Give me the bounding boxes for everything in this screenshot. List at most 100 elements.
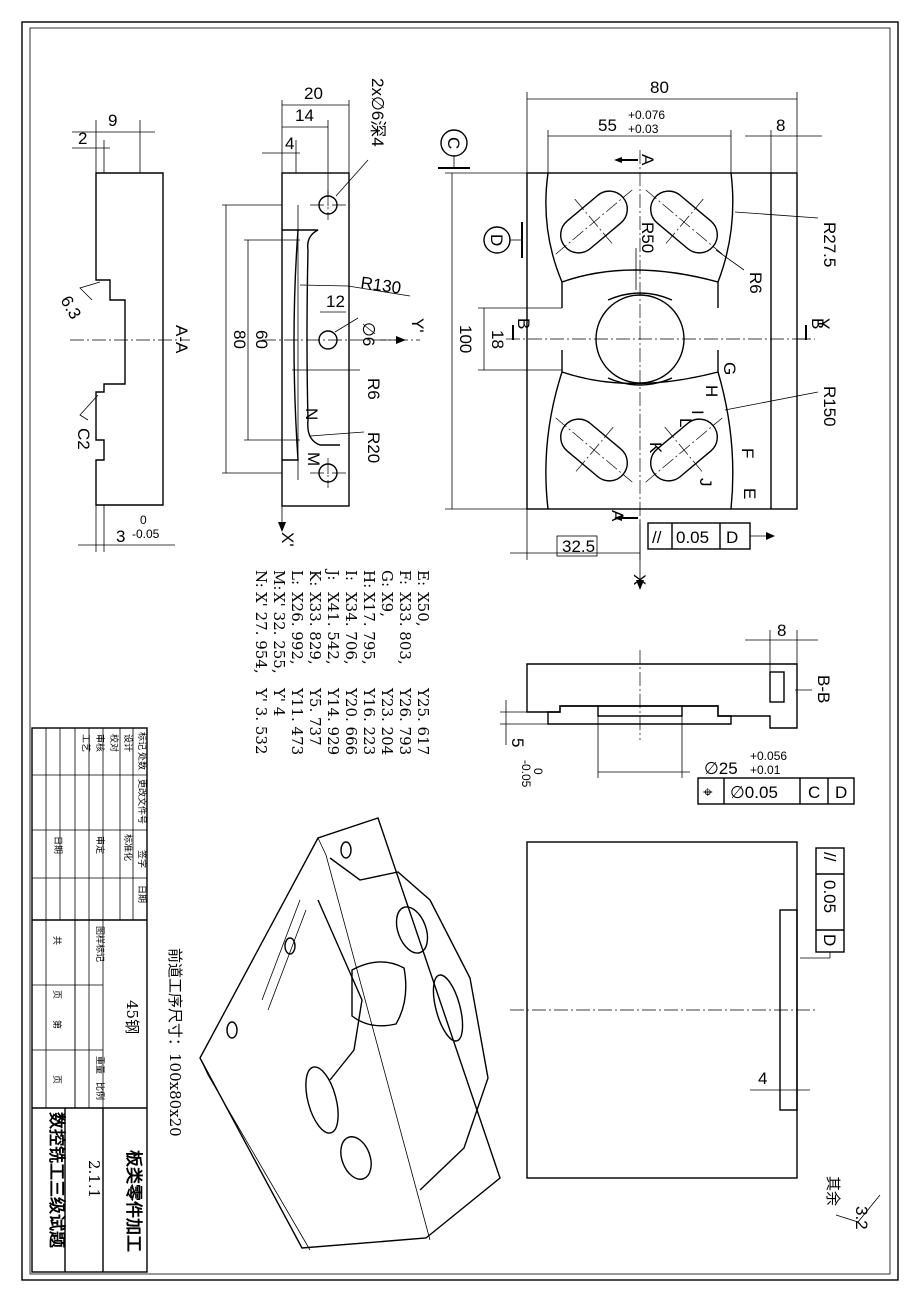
section-a-bot: A (608, 510, 627, 522)
tb-exam-title: 数控铣工三级试题 (46, 1112, 67, 1249)
main-dim-R50: R50 (638, 222, 657, 253)
section-aa-body (95, 172, 164, 506)
main-fcf-datum: D (726, 528, 738, 547)
slot-bottom-right (645, 417, 723, 483)
side-dim-80: 80 (230, 330, 249, 349)
pt-E: E (740, 488, 759, 499)
coord-F-y: Y26. 793 (396, 687, 414, 755)
aa-dim-2: 2 (78, 129, 87, 148)
aa-dim-3: 3 (116, 527, 125, 546)
pt-F: F (738, 448, 757, 458)
note-stock-size: 前道工序尺寸：100x80x20 (166, 948, 184, 1137)
section-b-left: B (514, 318, 533, 329)
side-view-outline (281, 172, 350, 507)
coord-L-x: X26. 992, (288, 592, 306, 665)
coord-N-y: Y' 3. 532 (252, 687, 270, 755)
coord-F-x: X33. 803, (396, 592, 414, 665)
main-tol-55-upper: +0.076 (628, 108, 665, 122)
side-dim-20: 20 (304, 84, 323, 103)
iso-hole-3 (226, 1021, 238, 1039)
main-dim-55: 55 (598, 116, 617, 135)
side-dim-4: 4 (285, 134, 294, 153)
section-a-top: A (638, 154, 657, 166)
aa-tol-3-upper: 0 (140, 513, 147, 527)
pt-J: J (696, 478, 715, 487)
tb-scale: 比例 (94, 1082, 106, 1100)
slot-top-right (645, 189, 723, 255)
tb-sheet: 第 (51, 1020, 63, 1029)
coord-H-y: Y16. 223 (360, 687, 378, 755)
tb-drawing-mark: 图样标记 (94, 926, 106, 962)
tb-weight: 重量 (94, 1056, 106, 1074)
bb-fcf-d1: C (808, 783, 820, 802)
iso-pocket-1 (395, 906, 429, 954)
coord-G-x: X9, (378, 592, 396, 617)
iso-pocket-2 (432, 974, 464, 1042)
side-dim-12: 12 (326, 292, 345, 311)
coord-I-y: Y20. 666 (342, 687, 360, 755)
coord-J-x: X41. 542, (324, 592, 342, 665)
tb-part-name: 板类零件加工 (123, 1150, 144, 1252)
iso-body (199, 817, 501, 1249)
pt-H: H (702, 385, 721, 397)
tb-col-change: 更改文件号 (136, 779, 148, 824)
coord-J-y: Y14. 929 (324, 687, 342, 755)
bb-dim-5: 5 (508, 738, 527, 747)
aa-tol-3-lower: -0.05 (132, 527, 160, 541)
tb-material: 45钢 (123, 1000, 141, 1034)
tb-approve: 审定 (94, 836, 106, 854)
coord-H-x: X17. 795, (360, 592, 378, 665)
bb-title: B-B (814, 675, 833, 703)
section-b-right: B (808, 318, 827, 329)
bb-dim-8: 8 (777, 621, 786, 640)
coord-N-pt: N: (252, 570, 270, 588)
side-dim-R6: R6 (364, 378, 383, 400)
main-dim-80: 80 (650, 78, 669, 97)
side-lower-fcf-value: 0.05 (820, 880, 839, 913)
tb-col-count: 处数 (136, 752, 148, 770)
main-dim-100: 100 (456, 325, 475, 353)
side-lbl-M: M (304, 452, 323, 466)
view-side: 20 14 4 2x∅6深4 R130 12 ∅6 R6 R20 80 60 N… (222, 78, 427, 547)
sheet-border (21, 21, 899, 1281)
coord-K-pt: K: (306, 570, 324, 586)
coord-K-y: Y5. 737 (306, 687, 324, 746)
coord-E-y: Y25. 617 (414, 687, 432, 755)
side-holes-note: 2x∅6深4 (368, 78, 387, 147)
side-lower-fcf-datum: D (820, 934, 839, 946)
coord-N-x: X' 27. 954, (252, 592, 270, 674)
side-dim-14: 14 (295, 106, 314, 125)
pt-G: G (720, 362, 739, 375)
aa-chamfer: C2 (74, 428, 93, 450)
main-fcf-value: 0.05 (676, 528, 709, 547)
main-axis-y: Y (814, 318, 833, 329)
coord-F-pt: F: (396, 570, 414, 585)
pt-K: K (646, 442, 665, 454)
coord-M-x: X' 32. 255, (270, 592, 288, 674)
bb-tol-25-lower: +0.01 (750, 763, 781, 777)
coord-J-pt: J: (324, 568, 342, 580)
bb-tol-5-lower: -0.05 (519, 760, 533, 788)
coord-E-x: X50, (414, 592, 432, 627)
bb-dim-phi25: ∅25 (704, 759, 738, 778)
tb-pages-1: 页 (51, 990, 62, 999)
iso-boss (351, 961, 407, 1027)
view-main: 80 55 +0.076 +0.03 8 C D R50 R6 R27.5 10… (438, 78, 839, 590)
section-bb-body (526, 663, 798, 729)
coord-G-pt: G: (378, 570, 396, 587)
title-block: 标记 处数 更改文件号 签字 日期 设计 校对 审核 工艺 标准化 审定 日期 … (31, 727, 148, 1273)
datum-c-label: C (444, 137, 463, 149)
title-block-frame (31, 727, 148, 1273)
main-fcf-symbol: // (652, 528, 662, 547)
coord-M-y: Y' 4 (270, 687, 288, 716)
bb-tol-5-upper: 0 (531, 768, 545, 775)
iso-pocket-3 (305, 1066, 339, 1134)
main-upper-pocket (545, 172, 734, 283)
iso-hole-1 (340, 841, 352, 859)
sheet-inner-border (29, 27, 891, 1275)
pt-L: L (676, 418, 695, 427)
side-lower-fcf: // 0.05 D (800, 847, 845, 959)
pt-I: I (688, 410, 707, 415)
coord-E-pt: E: (414, 570, 432, 586)
